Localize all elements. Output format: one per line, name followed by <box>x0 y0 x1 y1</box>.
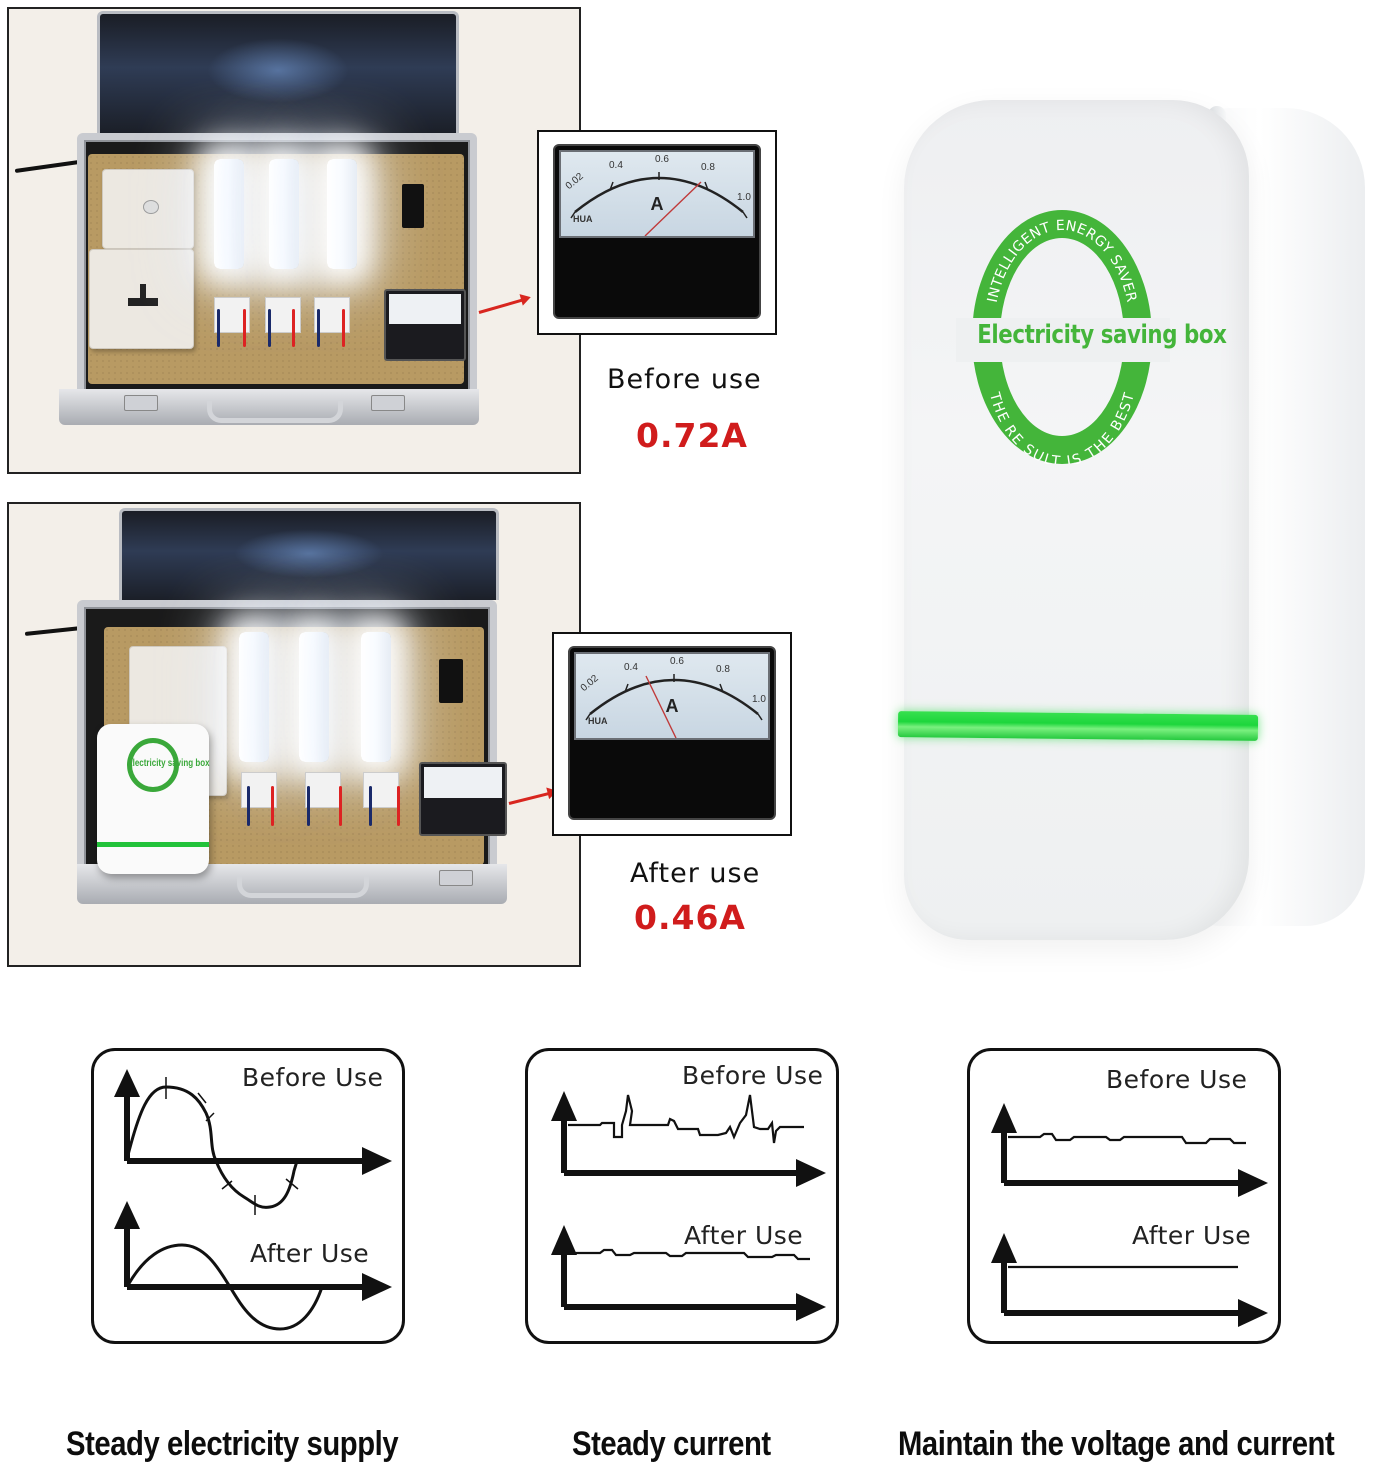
wall-switch <box>102 169 194 249</box>
diagram-steady-electricity: Before Use After Use <box>91 1048 405 1344</box>
pointer-arrow-icon <box>508 791 551 805</box>
lamp-holder-2 <box>305 772 341 808</box>
tick-label: 0.8 <box>716 664 730 675</box>
lamp-2 <box>299 632 329 762</box>
case-lid <box>119 508 499 600</box>
logo-bottom-text: THE RE SULT IS THE BEST <box>986 390 1138 464</box>
before-use-label: Before use <box>607 364 762 395</box>
before-use-value: 0.72A <box>636 416 748 455</box>
case-lid <box>97 11 459 133</box>
lamp-1 <box>239 632 269 762</box>
terminal-block <box>439 659 463 703</box>
terminal-block <box>402 184 424 228</box>
ammeter: 0.02 0.4 0.6 0.8 1.0 A HUA <box>568 646 776 820</box>
lamp-2 <box>269 159 299 269</box>
voltage-line-icon <box>991 1103 1268 1327</box>
latch-right <box>439 870 473 886</box>
caption-steady-electricity: Steady electricity supply <box>66 1425 399 1463</box>
tick-label: 0.4 <box>624 662 638 673</box>
latch-left <box>124 395 158 411</box>
ammeter-needle <box>644 181 702 236</box>
tick-label: 0.6 <box>655 154 669 165</box>
caption-steady-current: Steady current <box>572 1425 771 1463</box>
ammeter-needle <box>645 675 677 738</box>
ammeter: 0.02 0.4 0.6 0.8 1.0 A HUA <box>553 144 761 319</box>
meter-zoom-before: 0.02 0.4 0.6 0.8 1.0 A HUA <box>537 130 777 335</box>
svg-text:THE RE SULT IS THE BEST: THE RE SULT IS THE BEST <box>986 390 1138 464</box>
latch-right <box>371 395 405 411</box>
after-use-label: After use <box>630 858 761 889</box>
lamp-3 <box>327 159 357 269</box>
case-handle <box>207 401 343 423</box>
ammeter-brand: HUA <box>588 716 608 726</box>
after-use-label: After Use <box>684 1221 804 1250</box>
ammeter-small <box>384 289 466 361</box>
ammeter-unit: A <box>665 696 679 716</box>
tick-label: 1.0 <box>737 192 751 203</box>
saver-indicator-light <box>97 842 209 847</box>
current-line-icon <box>551 1091 826 1321</box>
after-use-label: After Use <box>250 1239 370 1268</box>
tick-label: 1.0 <box>752 694 766 705</box>
after-use-value: 0.46A <box>634 898 746 937</box>
saver-logo-ring <box>127 738 179 792</box>
tick-label: 0.4 <box>609 160 623 171</box>
ammeter-unit: A <box>650 194 664 214</box>
waveform-icon <box>114 1069 392 1331</box>
before-use-label: Before Use <box>242 1063 384 1092</box>
device-indicator-light <box>897 711 1259 741</box>
tick-label: 0.8 <box>701 162 715 173</box>
logo-main-text: Electricity saving box <box>977 320 1227 350</box>
after-use-label: After Use <box>1132 1221 1252 1250</box>
ammeter-brand: HUA <box>573 214 593 224</box>
diagram-steady-current: Before Use After Use <box>525 1048 839 1344</box>
before-use-label: Before Use <box>682 1061 824 1090</box>
ammeter-dial: 0.02 0.4 0.6 0.8 1.0 A HUA <box>574 652 770 740</box>
caption-maintain-voltage: Maintain the voltage and current <box>898 1425 1335 1463</box>
energy-saver-device: INTELLIGENT ENERGY SAVER THE RE SULT IS … <box>890 88 1380 948</box>
photo-before-use <box>7 7 581 474</box>
tick-label: 0.6 <box>670 656 684 667</box>
pointer-arrow-icon <box>478 298 524 314</box>
meter-zoom-after: 0.02 0.4 0.6 0.8 1.0 A HUA <box>552 632 792 836</box>
lamp-1 <box>214 159 244 269</box>
ammeter-scale-icon <box>585 674 763 738</box>
logo-top-text: INTELLIGENT ENERGY SAVER <box>985 218 1139 304</box>
logo-arc-text: INTELLIGENT ENERGY SAVER THE RE SULT IS … <box>985 218 1140 464</box>
before-use-label: Before Use <box>1106 1065 1248 1094</box>
energy-saver-plugged-in: Electricity saving box <box>97 724 210 874</box>
ammeter-scale-icon <box>570 172 748 236</box>
saver-logo-text: Electricity saving box <box>127 758 210 769</box>
ammeter-dial: 0.02 0.4 0.6 0.8 1.0 A HUA <box>559 150 755 238</box>
diagram-maintain-voltage: Before Use After Use <box>967 1048 1281 1344</box>
device-logo: INTELLIGENT ENERGY SAVER THE RE SULT IS … <box>956 210 1227 464</box>
ammeter-small <box>419 762 507 836</box>
case-handle <box>237 876 369 898</box>
svg-text:INTELLIGENT ENERGY SAVER: INTELLIGENT ENERGY SAVER <box>985 218 1140 304</box>
photo-after-use: Electricity saving box <box>7 502 581 967</box>
lamp-holder-2 <box>265 297 301 333</box>
device-front-panel: INTELLIGENT ENERGY SAVER THE RE SULT IS … <box>904 100 1249 940</box>
lamp-3 <box>361 632 391 762</box>
wall-socket <box>89 249 194 349</box>
